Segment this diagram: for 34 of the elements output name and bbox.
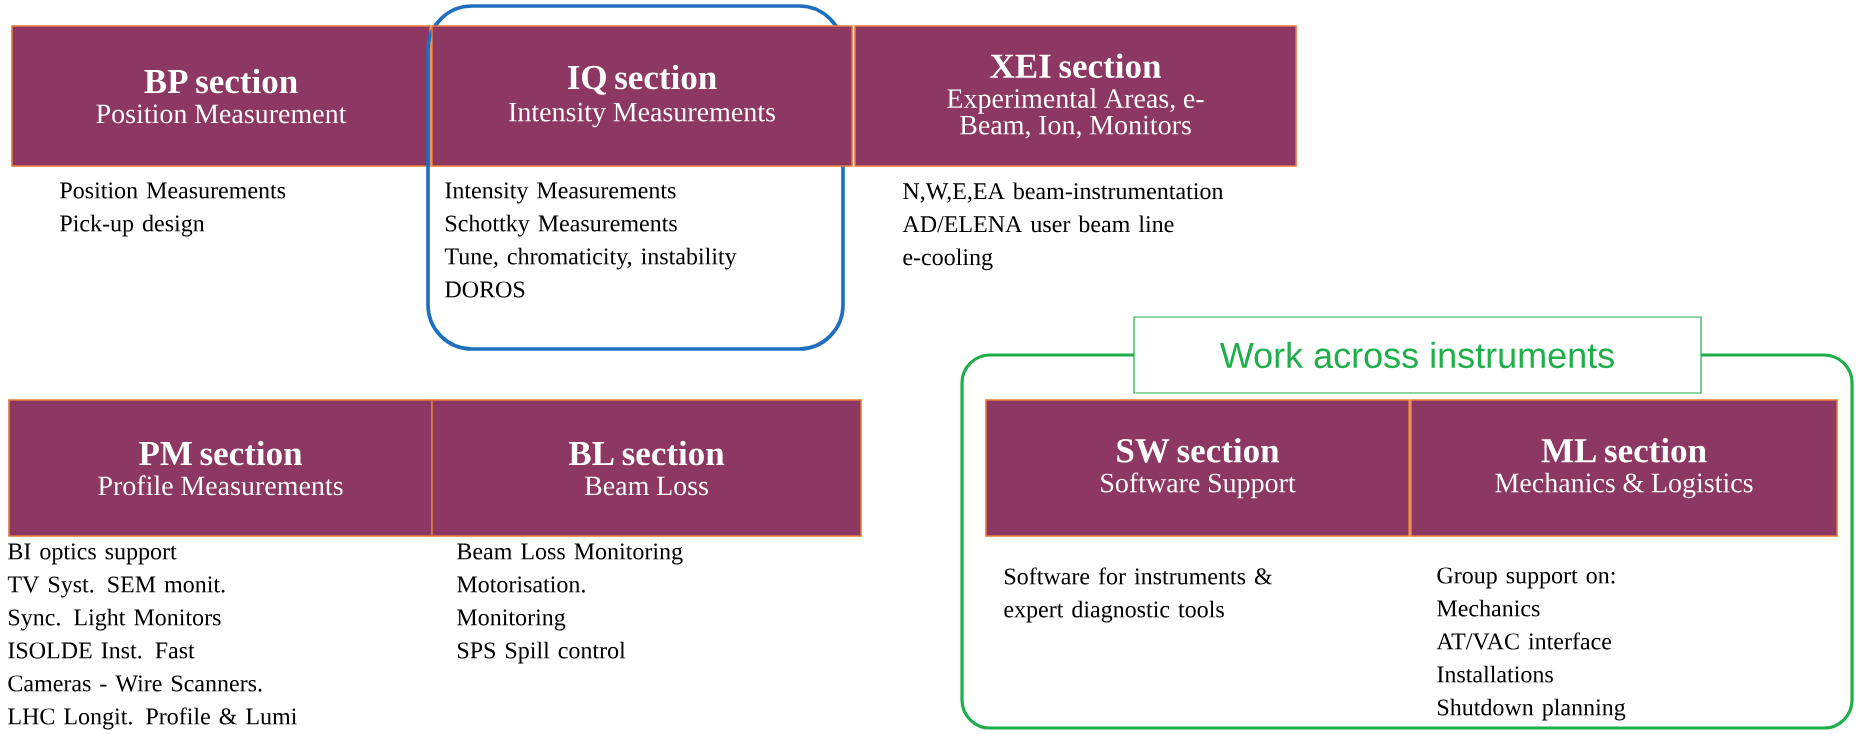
node-label: LHC Longit. Profile & Lumi — [8, 707, 297, 730]
node-label: BI optics support — [8, 543, 177, 565]
section-header: ML section Mechanics & Logistics — [1410, 399, 1838, 537]
node-label: Beam Loss Monitoring — [457, 543, 683, 565]
node-label: Installations — [1437, 665, 1553, 683]
node-label: AT/VAC interface — [1436, 632, 1612, 650]
node-label: Schottky Measurements — [446, 214, 677, 237]
node-label: Group support on: — [1437, 567, 1615, 589]
section-header: XEI section Experimental Areas, e-Beam, Ion, Monitors — [854, 25, 1297, 167]
item-list: Software for instruments & expert diagnostic tools — [1004, 567, 1273, 623]
section-header: PM section Profile Measurements — [8, 399, 433, 537]
node-label: Tune, chromaticity, instability — [444, 247, 737, 270]
node-label: Shutdown planning — [1438, 698, 1626, 721]
section-header: IQ section Intensity Measurements — [431, 25, 853, 167]
node-label: TV Syst. SEM monit. — [7, 576, 225, 598]
item-list: Beam Loss Monitoring Motorisation. Monitoring SPS Spill control — [457, 543, 683, 664]
node-label: Sync. Light Monitors — [9, 608, 221, 631]
node-label: Intensity Measurements — [445, 182, 676, 204]
section-header: BL section Beam Loss — [431, 399, 862, 537]
node-label: Motorisation. — [457, 576, 585, 593]
item-list: BI optics support TV Syst. SEM monit. Sync. Light Monitors ISOLDE Inst. Fast Cameras - Wire Scanners. LHC Longit. Profile & Lumi — [7, 543, 297, 730]
highlight-frame — [426, 4, 845, 351]
item-list: Intensity Measurements Schottky Measurements Tune, chromaticity, instability DOROS — [444, 182, 737, 298]
item-list: N,W,E,EA beam-instrumentation AD/ELENA user beam line e-cooling — [902, 182, 1224, 271]
node-label: SPS Spill control — [458, 641, 626, 664]
section-header: BP section Position Measurement — [11, 25, 431, 167]
node-label: Mechanics — [1437, 599, 1540, 617]
section-header: SW section Software Support — [985, 399, 1410, 537]
node-label: ISOLDE Inst. Fast — [8, 642, 195, 659]
item-list: Group support on: Mechanics AT/VAC interface Installations Shutdown planning — [1436, 567, 1626, 721]
node-label: Cameras - Wire Scanners. — [8, 675, 262, 692]
node-label: DOROS — [445, 281, 525, 298]
item-list: Position Measurements Pick-up design — [60, 182, 286, 237]
node-label: Monitoring — [457, 609, 566, 631]
